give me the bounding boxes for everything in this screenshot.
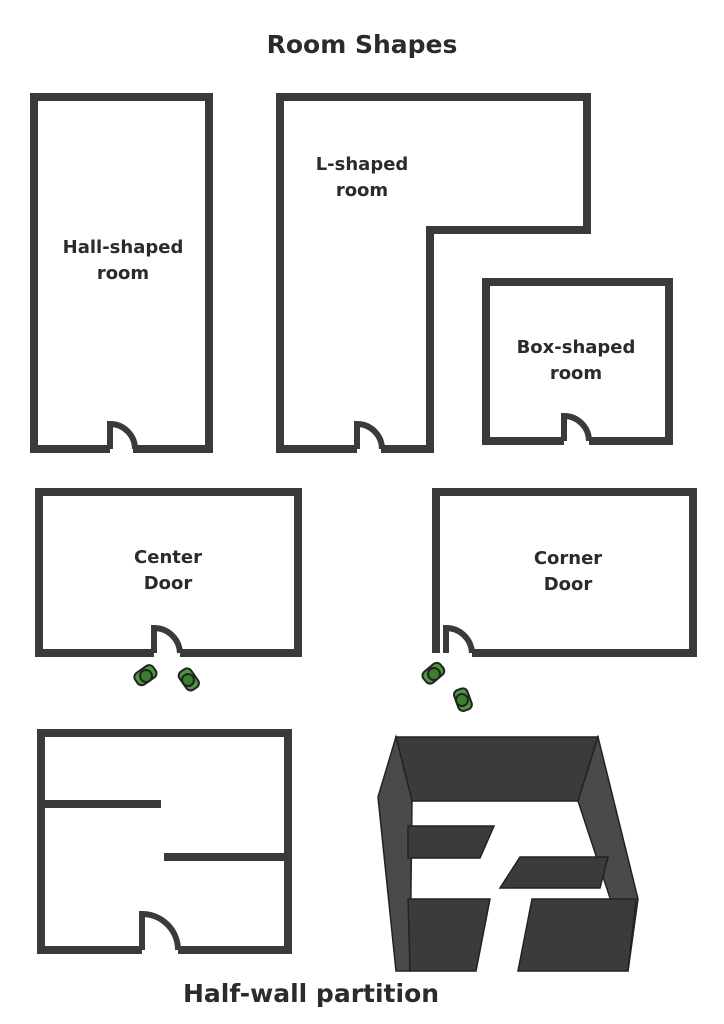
box-room-label-line1: Box-shaped	[517, 337, 636, 358]
door-swing-icon	[561, 412, 592, 442]
l-room-label-line2: room	[336, 180, 388, 201]
box-shaped-room: Box-shaped room	[482, 278, 673, 445]
corner-door-label-line1: Corner	[534, 548, 602, 569]
door-swing-icon	[354, 420, 385, 450]
l-room-label-line1: L-shaped	[316, 154, 409, 175]
person-icon	[421, 661, 446, 685]
center-door-label-line2: Door	[144, 573, 193, 594]
center-door-label-line1: Center	[134, 547, 202, 568]
door-swing-icon	[107, 420, 138, 450]
corner-door-room: Corner Door	[421, 488, 697, 712]
person-icon	[133, 664, 158, 687]
page-title: Room Shapes	[267, 30, 458, 59]
hall-room-label-line2: room	[97, 263, 149, 284]
person-icon	[453, 687, 473, 712]
door-swing-icon	[151, 624, 183, 654]
l-shaped-room: L-shaped room	[276, 93, 591, 453]
box-room-label-line2: room	[550, 363, 602, 384]
half-wall-partition-title: Half-wall partition	[183, 979, 439, 1008]
hall-room-label-line1: Hall-shaped	[63, 237, 184, 258]
half-wall-partition-3d	[377, 734, 639, 972]
center-door-room: Center Door	[35, 488, 302, 692]
door-swing-icon	[139, 910, 181, 951]
door-swing-icon	[443, 624, 475, 654]
hall-shaped-room: Hall-shaped room	[30, 93, 213, 453]
person-icon	[177, 667, 200, 692]
half-wall-partition-plan	[37, 729, 292, 954]
corner-door-label-line2: Door	[544, 574, 593, 595]
